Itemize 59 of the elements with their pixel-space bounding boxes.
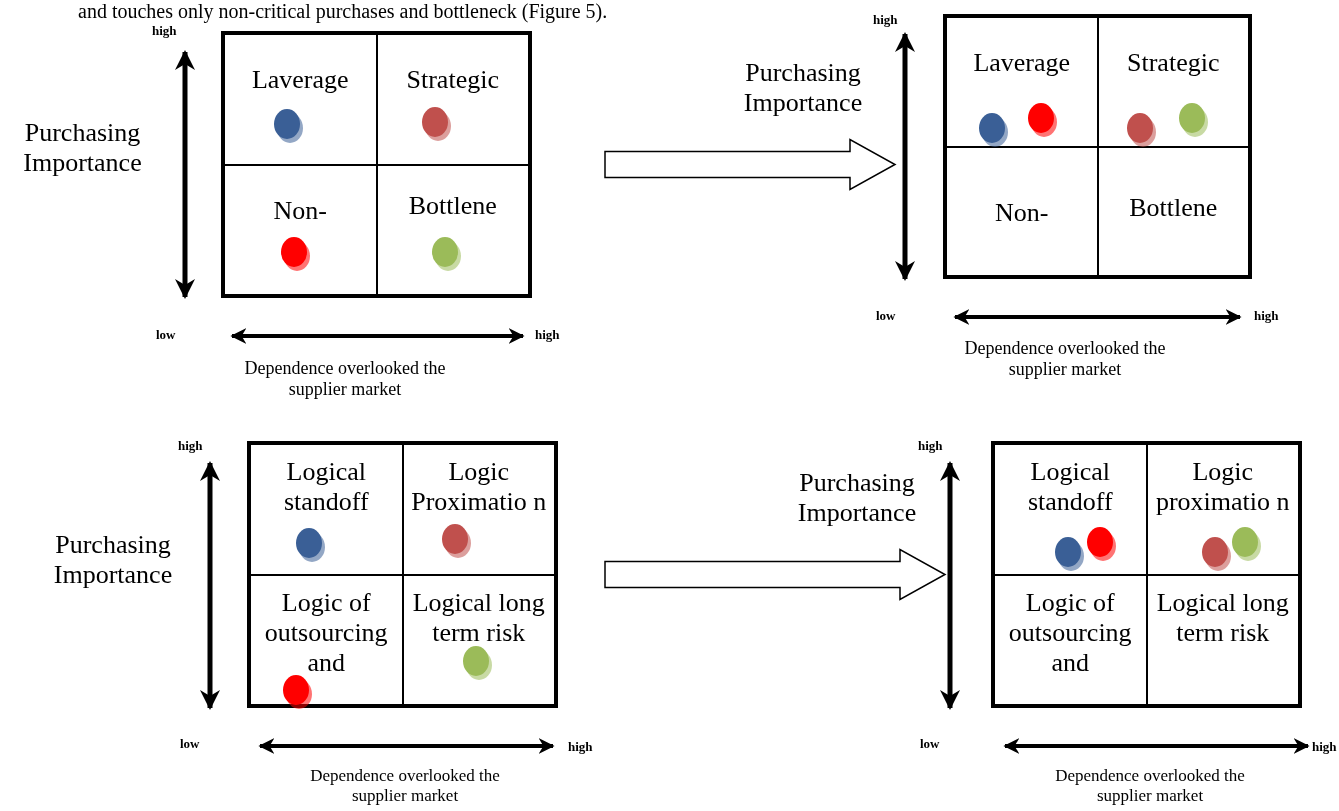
quadrant-label: Laverage: [251, 65, 349, 95]
matrix-grid: [221, 31, 532, 298]
quadrant-label: Logic of outsourcing and: [263, 587, 389, 678]
quadrant-label: Laverage: [973, 48, 1071, 78]
quadrant-label: Logic of outsourcing and: [1007, 587, 1133, 678]
axis-end-label: high: [152, 24, 177, 39]
axis-title: Dependence overlooked the supplier market: [309, 766, 501, 806]
quadrant-label: Logical standoff: [1026, 457, 1114, 517]
axis-end-label: low: [876, 309, 896, 324]
quadrant-cell: [376, 34, 529, 165]
axis-title: Dependence overlooked the supplier market: [243, 358, 447, 400]
quadrant-cell: [250, 574, 403, 705]
quadrant-cell: [1146, 444, 1299, 575]
quadrant-label: Logical long term risk: [411, 587, 546, 648]
quadrant-cell: [946, 17, 1098, 147]
axis-title: Dependence overlooked the supplier market: [1054, 766, 1246, 806]
quadrant-cell: [994, 444, 1147, 575]
axis-end-label: high: [873, 13, 898, 28]
matrix-grid: [943, 14, 1252, 279]
axis-end-label: high: [178, 439, 203, 454]
quadrant-label: Strategic: [1127, 48, 1220, 78]
quadrant-cell: [250, 444, 403, 575]
quadrant-label: Logical long term risk: [1155, 587, 1290, 648]
body-text: and touches only non-critical purchases and bottleneck (Figure 5).: [78, 0, 608, 23]
axis-end-label: high: [1312, 740, 1337, 755]
axis-title: Purchasing Importance: [22, 118, 143, 178]
quadrant-label: Logic proximatio n: [1154, 457, 1291, 517]
quadrant-label: Strategic: [406, 65, 499, 95]
quadrant-label: Logic Proximatio n: [410, 457, 548, 517]
quadrant-cell: [1146, 574, 1299, 705]
matrix-grid: [991, 441, 1302, 708]
axis-title: Purchasing Importance: [742, 58, 864, 118]
matrix-grid: [247, 441, 558, 708]
quadrant-label: Bottlene: [1129, 192, 1218, 223]
quadrant-cell: [994, 574, 1147, 705]
quadrant-label: Non-: [273, 195, 327, 226]
quadrant-cell: [376, 164, 529, 295]
quadrant-cell: [402, 444, 555, 575]
quadrant-cell: [946, 146, 1098, 276]
quadrant-label: Bottlene: [408, 190, 497, 221]
quadrant-cell: [224, 34, 377, 165]
axis-end-label: high: [1254, 309, 1279, 324]
axis-title: Dependence overlooked the supplier market: [963, 338, 1167, 380]
axis-end-label: high: [568, 740, 593, 755]
quadrant-cell: [1097, 17, 1249, 147]
quadrant-cell: [1097, 146, 1249, 276]
axis-end-label: high: [535, 328, 560, 343]
axis-title: Purchasing Importance: [52, 530, 174, 590]
block-arrow: [604, 138, 897, 191]
axis-title: Purchasing Importance: [796, 468, 918, 528]
quadrant-cell: [224, 164, 377, 295]
axis-end-label: low: [920, 737, 940, 752]
quadrant-label: Non-: [995, 197, 1049, 228]
axis-end-label: high: [918, 439, 943, 454]
axis-end-label: low: [156, 328, 176, 343]
quadrant-label: Logical standoff: [282, 457, 370, 517]
quadrant-cell: [402, 574, 555, 705]
axis-end-label: low: [180, 737, 200, 752]
block-arrow: [604, 548, 947, 601]
